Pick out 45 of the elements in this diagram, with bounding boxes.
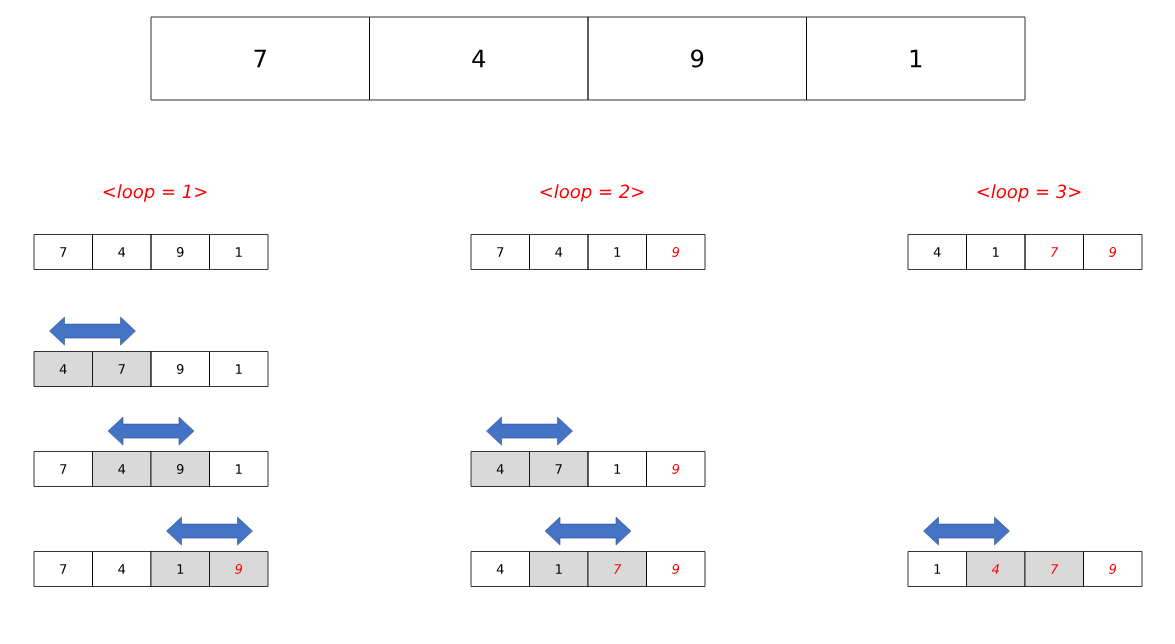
array-cell: 7: [92, 351, 152, 387]
loop-label: <loop = 3>: [977, 184, 1081, 202]
array-cell: 7: [587, 551, 647, 587]
array-cell: 7: [33, 234, 93, 270]
array-cell: 7: [1024, 234, 1084, 270]
array-cell: 7: [150, 16, 370, 101]
array-cell: 4: [470, 451, 530, 487]
array-cell: 7: [33, 551, 93, 587]
array-cell: 4: [907, 234, 967, 270]
array-cell: 1: [529, 551, 589, 587]
array-cell: 7: [529, 451, 589, 487]
swap-arrow: [107, 416, 195, 446]
swap-arrow: [544, 516, 632, 546]
array-cell: 1: [806, 16, 1026, 101]
array-cell: 9: [150, 451, 210, 487]
array-cell: 4: [33, 351, 93, 387]
array-cell: 7: [1024, 551, 1084, 587]
array-cell: 1: [150, 551, 210, 587]
array-cell: 4: [92, 451, 152, 487]
array-cell: 1: [209, 234, 269, 270]
loop-label: <loop = 2>: [540, 184, 644, 202]
array-cell: 9: [646, 551, 706, 587]
array-cell: 4: [369, 16, 589, 101]
array-cell: 4: [92, 234, 152, 270]
array-cell: 9: [1083, 551, 1143, 587]
array-cell: 1: [209, 351, 269, 387]
array-cell: 1: [966, 234, 1026, 270]
array-cell: 9: [646, 234, 706, 270]
swap-arrow: [166, 516, 253, 546]
swap-arrow: [923, 516, 1010, 546]
array-cell: 9: [646, 451, 706, 487]
array-cell: 4: [966, 551, 1026, 587]
array-cell: 9: [150, 234, 210, 270]
array-cell: 9: [209, 551, 269, 587]
array-cell: 9: [1083, 234, 1143, 270]
swap-arrow: [49, 316, 136, 346]
array-cell: 4: [529, 234, 589, 270]
loop-label: <loop = 1>: [103, 184, 207, 202]
array-cell: 9: [587, 16, 807, 101]
array-cell: 1: [587, 234, 647, 270]
array-cell: 1: [587, 451, 647, 487]
swap-arrow: [486, 416, 573, 446]
array-cell: 1: [209, 451, 269, 487]
array-cell: 7: [470, 234, 530, 270]
array-cell: 9: [150, 351, 210, 387]
